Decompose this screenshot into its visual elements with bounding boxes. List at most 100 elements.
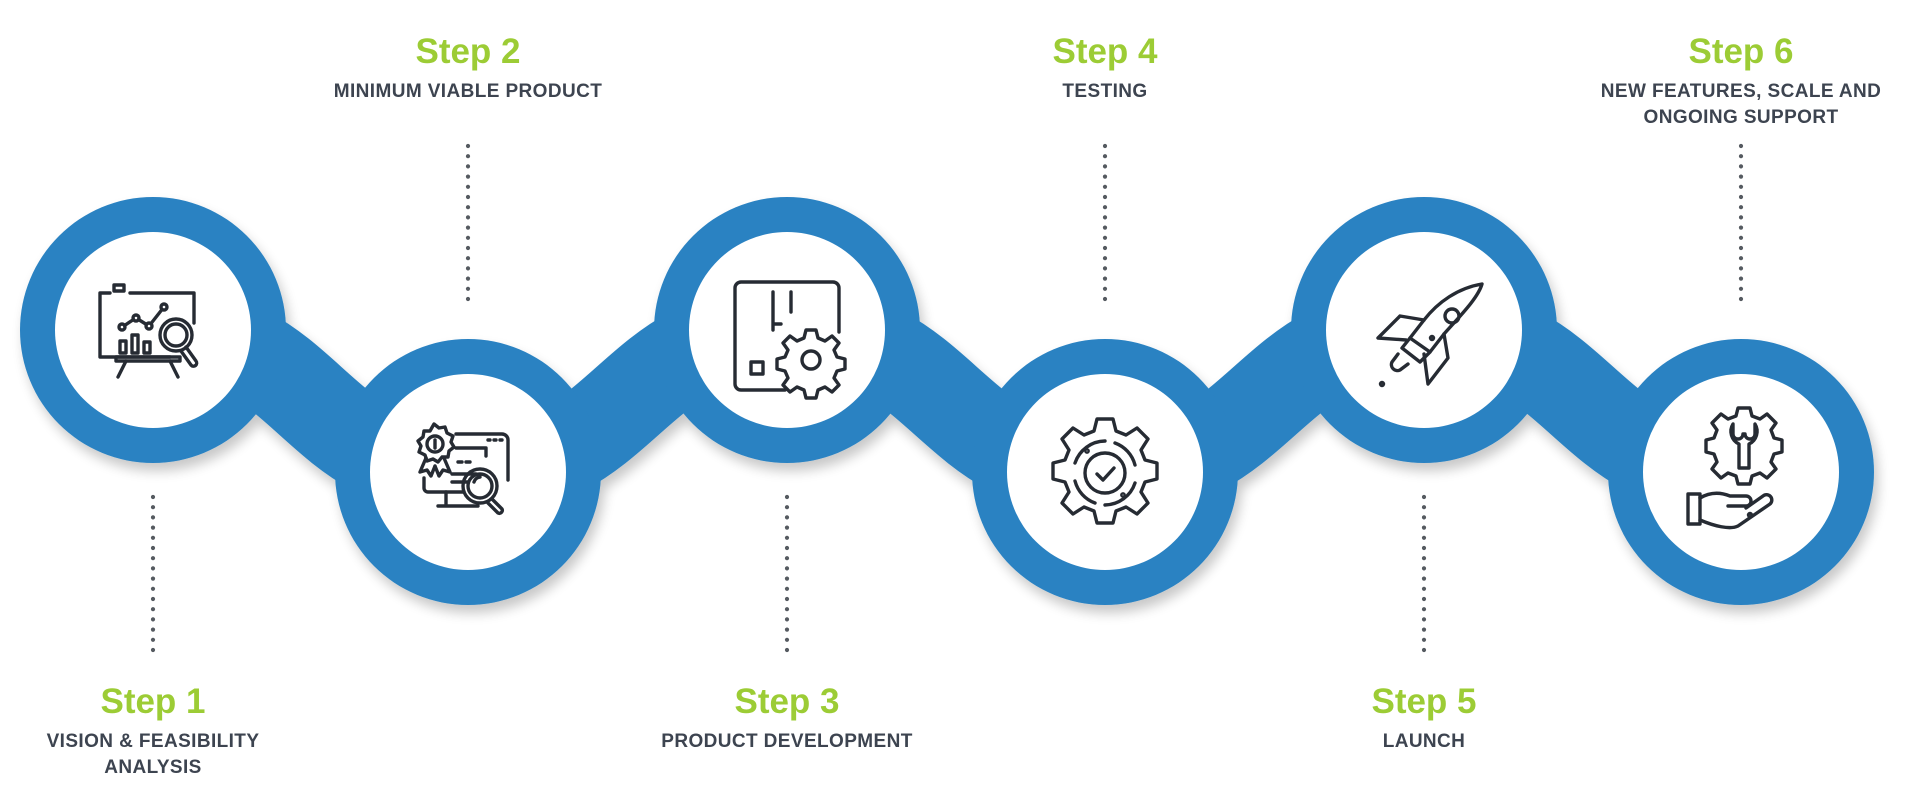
step-5-title: Step 5 bbox=[1371, 682, 1476, 721]
dot bbox=[1738, 235, 1744, 240]
step-3-dotted-line bbox=[784, 494, 790, 653]
step-2-dotted-line bbox=[465, 143, 471, 302]
dot bbox=[1102, 164, 1108, 169]
dot bbox=[465, 174, 471, 179]
dot bbox=[1421, 607, 1427, 612]
dot bbox=[784, 617, 790, 622]
dot bbox=[1421, 535, 1427, 540]
step-6-disc[interactable] bbox=[1643, 374, 1839, 570]
dot bbox=[784, 576, 790, 581]
step-4-disc[interactable] bbox=[1007, 374, 1203, 570]
dot bbox=[784, 627, 790, 632]
step-2-title: Step 2 bbox=[415, 32, 520, 71]
award-monitor-magnifier-icon bbox=[416, 422, 510, 515]
dot bbox=[784, 586, 790, 591]
dot bbox=[150, 566, 156, 571]
step-6-title: Step 6 bbox=[1688, 32, 1793, 71]
dot bbox=[465, 256, 471, 261]
step-3-description-line: PRODUCT DEVELOPMENT bbox=[661, 731, 912, 752]
dot bbox=[150, 494, 156, 500]
dot bbox=[1102, 174, 1108, 179]
dot bbox=[1738, 276, 1744, 281]
dot bbox=[1421, 525, 1427, 530]
dot bbox=[465, 235, 471, 240]
dot bbox=[784, 525, 790, 530]
dotted-connectors bbox=[150, 143, 1744, 653]
dot bbox=[150, 627, 156, 632]
dot bbox=[465, 266, 471, 271]
dot bbox=[465, 296, 471, 302]
dot bbox=[150, 535, 156, 540]
dot bbox=[1738, 215, 1744, 220]
dot bbox=[1421, 647, 1427, 653]
rocket-icon bbox=[1376, 282, 1484, 388]
step-3-title: Step 3 bbox=[734, 682, 839, 721]
step-2-description-line: MINIMUM VIABLE PRODUCT bbox=[334, 81, 602, 102]
dot bbox=[150, 525, 156, 530]
dot bbox=[150, 576, 156, 581]
dot bbox=[465, 184, 471, 189]
dot bbox=[1421, 556, 1427, 561]
timeline-band bbox=[20, 197, 1874, 605]
dot bbox=[784, 535, 790, 540]
step-2-label: Step 2 MINIMUM VIABLE PRODUCT bbox=[334, 32, 602, 102]
dot bbox=[1102, 154, 1108, 159]
dot bbox=[1738, 256, 1744, 261]
dot bbox=[784, 596, 790, 602]
dot bbox=[1421, 637, 1427, 642]
step-4-title: Step 4 bbox=[1052, 32, 1158, 71]
dot bbox=[784, 647, 790, 653]
dot bbox=[465, 164, 471, 169]
dot bbox=[1102, 245, 1108, 251]
dot bbox=[1102, 225, 1108, 230]
dot bbox=[1738, 143, 1744, 149]
dot bbox=[465, 286, 471, 291]
dot bbox=[1421, 505, 1427, 510]
dot bbox=[1102, 296, 1108, 302]
step-4-description-line: TESTING bbox=[1062, 81, 1147, 102]
step-6-description-line: NEW FEATURES, SCALE AND bbox=[1601, 81, 1881, 102]
dot bbox=[1102, 194, 1108, 200]
step-5-description-line: LAUNCH bbox=[1383, 731, 1466, 752]
dot bbox=[1102, 276, 1108, 281]
dot bbox=[784, 494, 790, 500]
blueprint-gear-icon bbox=[733, 280, 847, 400]
dot bbox=[784, 515, 790, 520]
hand-gear-wrench-icon bbox=[1686, 406, 1784, 530]
step-1-disc[interactable] bbox=[55, 232, 251, 428]
dot bbox=[150, 637, 156, 642]
dot bbox=[1421, 494, 1427, 500]
dot bbox=[150, 647, 156, 653]
dot bbox=[465, 245, 471, 251]
dot bbox=[1738, 296, 1744, 302]
dot bbox=[465, 225, 471, 230]
dot bbox=[1421, 586, 1427, 591]
dot bbox=[1738, 184, 1744, 189]
step-1-description-line: VISION & FEASIBILITY bbox=[47, 731, 260, 752]
dot bbox=[1102, 286, 1108, 291]
step-1-description-line: ANALYSIS bbox=[104, 757, 202, 778]
dot bbox=[784, 637, 790, 642]
dot bbox=[1738, 164, 1744, 169]
dot bbox=[1738, 154, 1744, 159]
dot bbox=[1102, 235, 1108, 240]
step-3-disc[interactable] bbox=[689, 232, 885, 428]
dot bbox=[150, 505, 156, 510]
dot bbox=[1421, 566, 1427, 571]
gear-checkmark-icon bbox=[1051, 417, 1159, 525]
dot bbox=[784, 607, 790, 612]
dot bbox=[150, 545, 156, 551]
dot bbox=[1738, 225, 1744, 230]
dot bbox=[1738, 174, 1744, 179]
dot bbox=[465, 215, 471, 220]
step-5-disc[interactable] bbox=[1326, 232, 1522, 428]
dot bbox=[150, 556, 156, 561]
dot bbox=[465, 154, 471, 159]
dot bbox=[465, 205, 471, 210]
presentation-chart-magnifier-icon bbox=[98, 283, 199, 379]
step-1-dotted-line bbox=[150, 494, 156, 653]
